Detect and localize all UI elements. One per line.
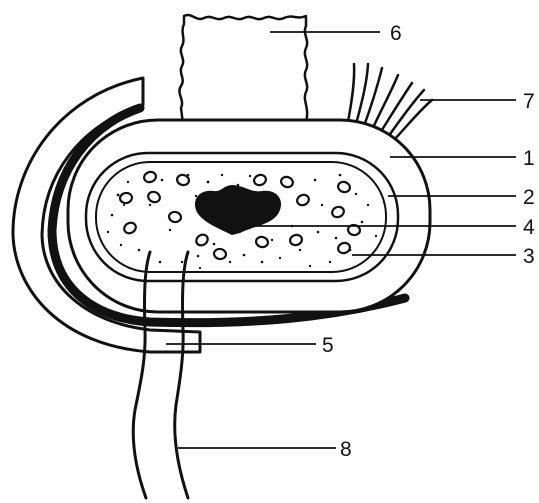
label-8: 8: [340, 438, 352, 461]
label-1: 1: [523, 147, 535, 170]
label-5: 5: [322, 334, 334, 357]
label-3: 3: [523, 245, 535, 268]
label-4: 4: [523, 216, 535, 239]
label-6: 6: [390, 22, 402, 45]
label-2: 2: [523, 186, 535, 209]
label-7: 7: [523, 90, 535, 113]
